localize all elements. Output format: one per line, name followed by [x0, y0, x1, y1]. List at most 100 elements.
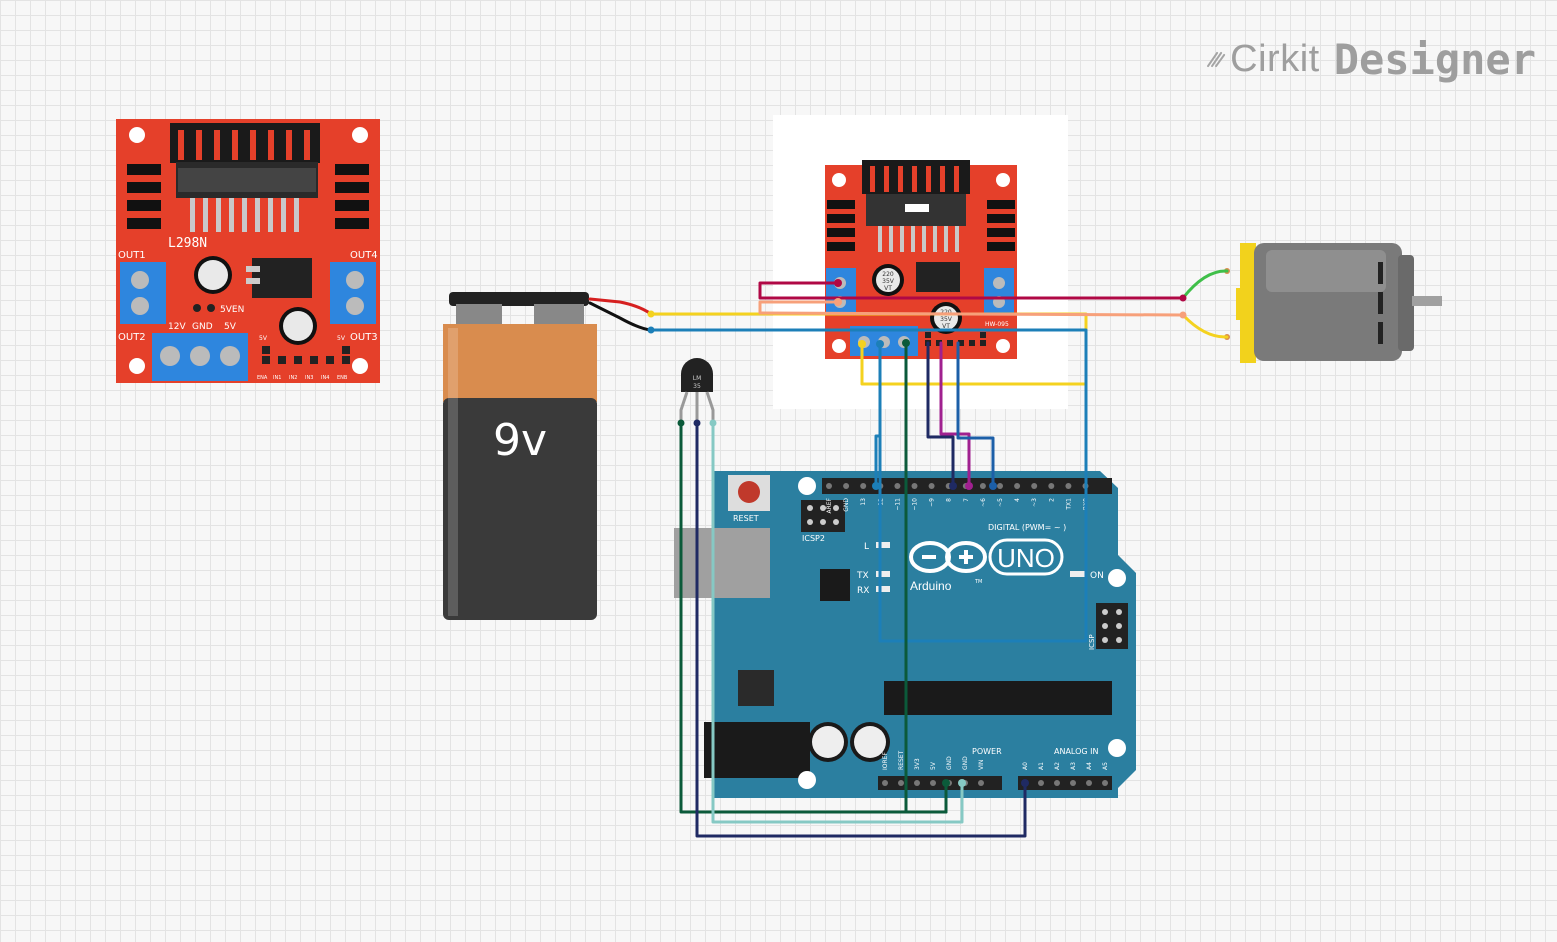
- pin-4[interactable]: [1014, 483, 1021, 489]
- reset-label: RESET: [733, 514, 759, 523]
- pin-5v[interactable]: [930, 780, 936, 786]
- battery-label: 9v: [493, 415, 547, 466]
- led-l-label: L: [864, 542, 869, 552]
- lm35-sensor[interactable]: LM 35: [679, 358, 715, 423]
- pin-label: 3V3: [914, 758, 921, 770]
- pin-reset[interactable]: [898, 780, 904, 786]
- heatsink-right: [862, 160, 970, 226]
- led-tx-label: TX: [856, 571, 869, 581]
- wire-motor-salmon[interactable]: [758, 300, 1185, 317]
- pin-5[interactable]: [997, 483, 1003, 489]
- digital-label: DIGITAL (PWM= ~ ): [988, 523, 1066, 532]
- power-header[interactable]: [878, 776, 1002, 790]
- sensor-label-line1: LM: [693, 375, 702, 382]
- pin-label: ~6: [980, 498, 987, 507]
- pin-aref[interactable]: [826, 483, 832, 489]
- icsp-label: ICSP: [1088, 634, 1096, 650]
- terminal-out3-out4[interactable]: [330, 262, 376, 324]
- wire-in1-purple[interactable]: [939, 341, 971, 488]
- pin-label: VIN: [978, 760, 985, 770]
- led-l: [876, 542, 890, 548]
- cap1-line3: VT: [884, 285, 892, 292]
- pin-6[interactable]: [979, 483, 986, 489]
- driver-pin-labels: ENA IN1 IN2 IN3 IN4 ENB: [257, 375, 348, 381]
- pin-10[interactable]: [911, 483, 918, 489]
- out3-label: OUT3: [350, 332, 378, 343]
- pin-vin[interactable]: [978, 780, 984, 786]
- wire-ena-navy[interactable]: [926, 341, 955, 488]
- pin-in4-label: IN4: [321, 375, 329, 381]
- pin-gnd[interactable]: [843, 483, 850, 489]
- wire-lm35-gnd[interactable]: [711, 421, 964, 824]
- pwr-gnd-label: GND: [192, 322, 213, 332]
- trademark-text: TM: [974, 579, 982, 585]
- atmega-chip: [884, 681, 1112, 715]
- analog-header[interactable]: [1018, 776, 1112, 790]
- pin-label: ~5: [997, 498, 1004, 507]
- pin-3[interactable]: [1031, 483, 1038, 489]
- l298n-driver-left[interactable]: L298N OUT1 OUT2 OUT4 OUT3 5VEN 12V GND 5…: [116, 119, 380, 383]
- pin-label: ~11: [894, 498, 901, 511]
- logo-product-text: Designer: [1333, 34, 1536, 84]
- reset-button[interactable]: [728, 475, 770, 511]
- pin-tx1[interactable]: [1065, 483, 1072, 489]
- hw095-driver-right[interactable]: 220 35V VT 220 35V VT HW-095: [773, 115, 1068, 409]
- v5a-label: 5V: [259, 335, 268, 342]
- wire-battery-black[interactable]: [588, 301, 653, 332]
- pin-a4[interactable]: [1086, 780, 1092, 786]
- pin-label: TX1: [1065, 498, 1072, 511]
- out1-label: OUT1: [118, 250, 146, 261]
- terminal-right-right[interactable]: [984, 268, 1014, 314]
- pin-9[interactable]: [928, 483, 935, 489]
- pin-2[interactable]: [1048, 483, 1055, 489]
- terminal-left-right[interactable]: [826, 268, 856, 314]
- diodes-left: [127, 164, 369, 229]
- wires[interactable]: [588, 269, 1229, 838]
- terminal-out1-out2[interactable]: [120, 262, 166, 324]
- pin-label: A0: [1022, 762, 1029, 770]
- wire-motor-lead-yellow[interactable]: [1181, 313, 1229, 339]
- wire-motor-lead-green[interactable]: [1181, 269, 1229, 300]
- pin-11[interactable]: [894, 483, 901, 489]
- led-rx-label: RX: [857, 586, 869, 596]
- wire-lm35-5v[interactable]: [679, 421, 948, 814]
- pin-label: A1: [1038, 762, 1045, 770]
- power-jack[interactable]: [704, 722, 810, 778]
- cap1-line2: 35V: [882, 278, 895, 285]
- pin-in1-label: IN1: [273, 375, 281, 381]
- wire-lm35-a0[interactable]: [695, 421, 1027, 838]
- battery-9v[interactable]: 9v: [443, 292, 597, 620]
- icsp2-label: ICSP2: [802, 534, 825, 543]
- usb-port[interactable]: [674, 528, 770, 598]
- pin-label: 8: [946, 498, 953, 502]
- sensor-label-line2: 35: [693, 383, 701, 390]
- pin-a3[interactable]: [1070, 780, 1076, 786]
- heatsink: [170, 123, 320, 198]
- pin-ioref[interactable]: [882, 780, 888, 786]
- terminal-power[interactable]: [152, 333, 248, 381]
- pin-label: ~10: [912, 498, 919, 511]
- pin-13[interactable]: [860, 483, 867, 489]
- pin-a2[interactable]: [1054, 780, 1060, 786]
- pin-a5[interactable]: [1102, 780, 1108, 786]
- wire-in2-blue[interactable]: [956, 341, 995, 488]
- arduino-logo-text: Arduino: [910, 579, 952, 593]
- pin-label: ~3: [1031, 498, 1038, 507]
- dc-motor[interactable]: [1224, 243, 1442, 363]
- wire-motor-darkred[interactable]: [758, 281, 1185, 300]
- header-pins[interactable]: [262, 346, 350, 364]
- icsp-header[interactable]: [1096, 603, 1128, 649]
- v5b-label: 5V: [337, 335, 346, 342]
- usb-chip: [820, 569, 850, 601]
- wire-blue-gnd[interactable]: [649, 328, 1088, 643]
- pin-3v3[interactable]: [914, 780, 920, 786]
- icsp2-header[interactable]: [801, 500, 845, 532]
- pin-label: ~9: [929, 498, 936, 507]
- cap2-line2: 35V: [940, 316, 953, 323]
- regulator-right: [916, 262, 960, 292]
- pin-label: AREF: [826, 497, 833, 513]
- wire-gnd-arduino[interactable]: [874, 342, 882, 488]
- pin-a1[interactable]: [1038, 780, 1044, 786]
